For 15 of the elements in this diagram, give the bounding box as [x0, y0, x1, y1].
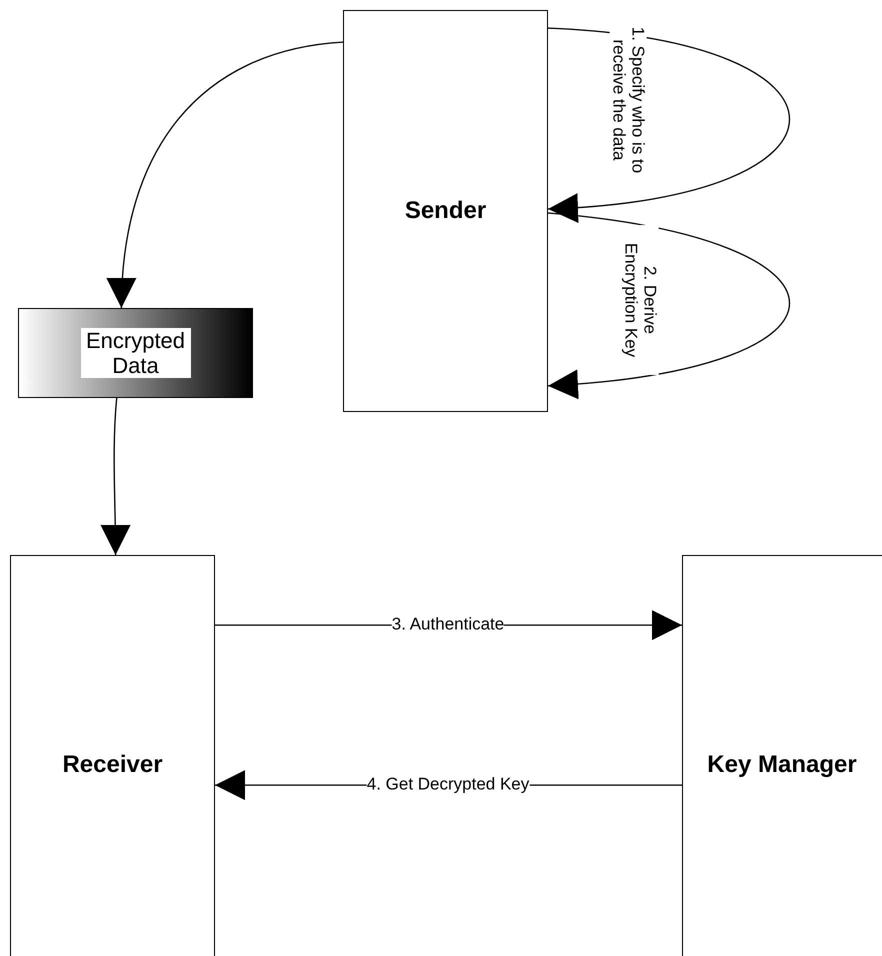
node-label: Encrypted Data [80, 328, 190, 378]
edge-label: 4. Get Decrypted Key [366, 776, 530, 794]
data-box [18, 308, 253, 398]
edge-label: 1. Specify who is to receive the data [609, 25, 647, 175]
receiver-box [10, 555, 215, 956]
arrow [108, 42, 344, 308]
node-label: Key Manager [707, 751, 857, 779]
arrow [100, 398, 130, 555]
key-manager-box [682, 555, 882, 956]
edge-label: 2. Derive Encryption Key [621, 225, 659, 375]
arrow [548, 27, 790, 222]
node-label: Receiver [62, 751, 163, 779]
arrow [548, 212, 790, 398]
node-label: Sender [404, 197, 486, 225]
sender-box [343, 10, 548, 412]
